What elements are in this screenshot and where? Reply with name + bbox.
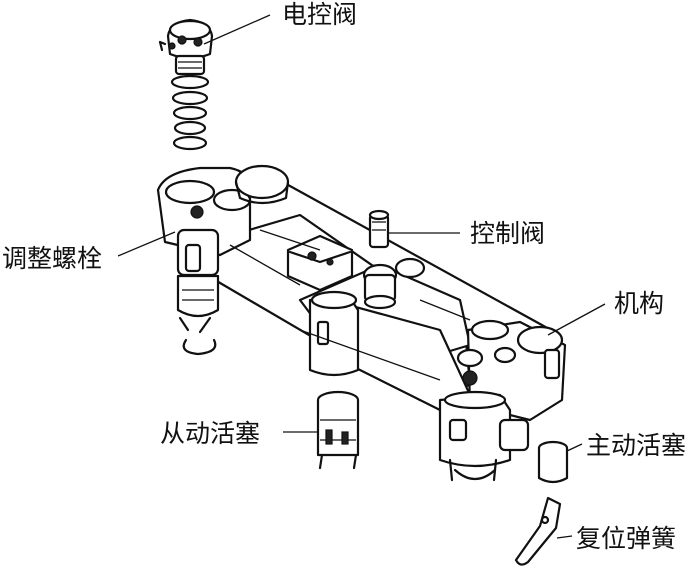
label-control-valve: 控制阀	[470, 219, 546, 248]
return-spring-part	[514, 496, 562, 566]
label-adjusting-bolt: 调整螺栓	[2, 244, 103, 273]
leader-lines	[117, 14, 606, 539]
label-solenoid-valve: 电控阀	[282, 0, 358, 29]
leader-solenoid-valve	[203, 14, 271, 45]
control-valve-part	[368, 209, 390, 249]
main-mechanism-body	[156, 164, 567, 482]
label-master-piston: 主动活塞	[586, 431, 687, 460]
label-mechanism: 机构	[614, 289, 665, 318]
leader-return-spring	[556, 535, 573, 539]
leader-adjusting-bolt	[117, 231, 176, 257]
leader-master-piston	[566, 443, 583, 452]
label-return-spring: 复位弹簧	[576, 524, 677, 553]
master-piston-part	[537, 440, 569, 484]
solenoid-valve-part	[158, 18, 214, 151]
slave-piston-part	[316, 390, 360, 470]
leader-mechanism	[547, 303, 606, 336]
label-slave-piston: 从动活塞	[160, 419, 261, 448]
